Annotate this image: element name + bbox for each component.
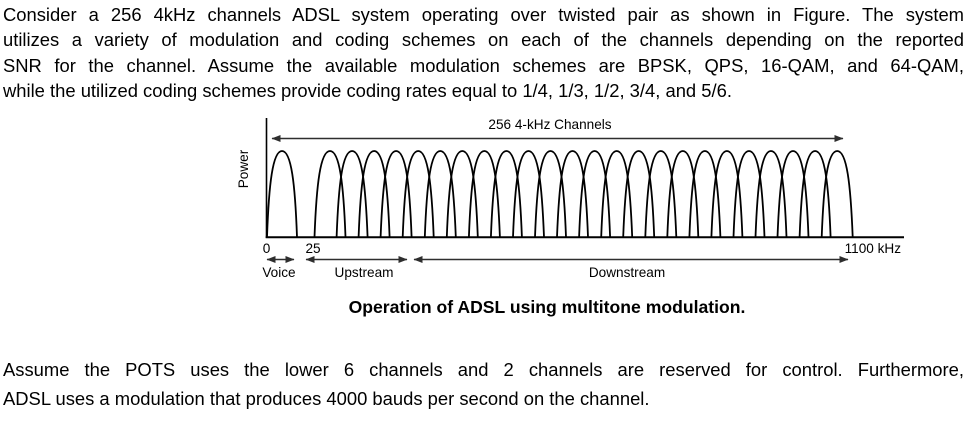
channel-lobe — [798, 150, 832, 238]
channel-lobe — [600, 150, 634, 238]
figure-title: 256 4-kHz Channels — [488, 117, 611, 132]
x-label-zero: 0 — [263, 241, 271, 256]
channel-lobe — [401, 150, 435, 238]
voice-band-label: Voice — [262, 265, 295, 280]
channel-lobe — [490, 150, 523, 238]
channel-lobe — [556, 150, 589, 238]
problem-statement-paragraph: Consider a 256 4kHz channels ADSL system… — [3, 2, 964, 104]
voice-lobe — [266, 150, 298, 238]
channel-lobe — [578, 150, 611, 238]
channel-lobes — [266, 150, 854, 238]
paragraph-line: while the utilized coding schemes provid… — [3, 80, 732, 102]
channel-lobe — [468, 150, 501, 238]
downstream-band-label: Downstream — [589, 265, 665, 280]
channel-lobe — [688, 150, 722, 238]
upstream-band-label: Upstream — [335, 265, 394, 280]
paragraph-line: SNR for the channel. Assume the availabl… — [3, 54, 964, 76]
channel-lobe — [754, 150, 788, 238]
channel-lobe — [445, 150, 479, 238]
paragraph-line: ADSL uses a modulation that produces 400… — [3, 388, 650, 409]
figure-caption: Operation of ADSL using multitone modula… — [349, 297, 746, 317]
paragraph-line: utilizes a variety of modulation and cod… — [3, 29, 964, 51]
channel-lobe — [622, 150, 656, 238]
channel-lobe — [512, 150, 545, 238]
channel-lobe — [534, 150, 567, 238]
channel-lobe — [666, 150, 700, 238]
power-axis-label: Power — [236, 149, 251, 188]
x-label-25: 25 — [305, 241, 320, 256]
channel-lobe — [820, 150, 854, 238]
channel-lobe — [644, 150, 678, 238]
assumptions-paragraph: Assume the POTS uses the lower 6 channel… — [3, 355, 964, 413]
channel-lobe — [313, 150, 347, 238]
paragraph-line: Assume the POTS uses the lower 6 channel… — [3, 359, 964, 380]
channel-lobe — [335, 150, 369, 238]
channel-lobe — [732, 150, 766, 238]
channel-lobe — [776, 150, 810, 238]
paragraph-line: Consider a 256 4kHz channels ADSL system… — [3, 4, 964, 25]
x-label-1100khz: 1100 kHz — [845, 241, 902, 256]
channel-lobe — [379, 150, 413, 238]
channel-lobe — [710, 150, 744, 238]
channel-lobe — [423, 150, 457, 238]
channel-lobe — [357, 150, 391, 238]
